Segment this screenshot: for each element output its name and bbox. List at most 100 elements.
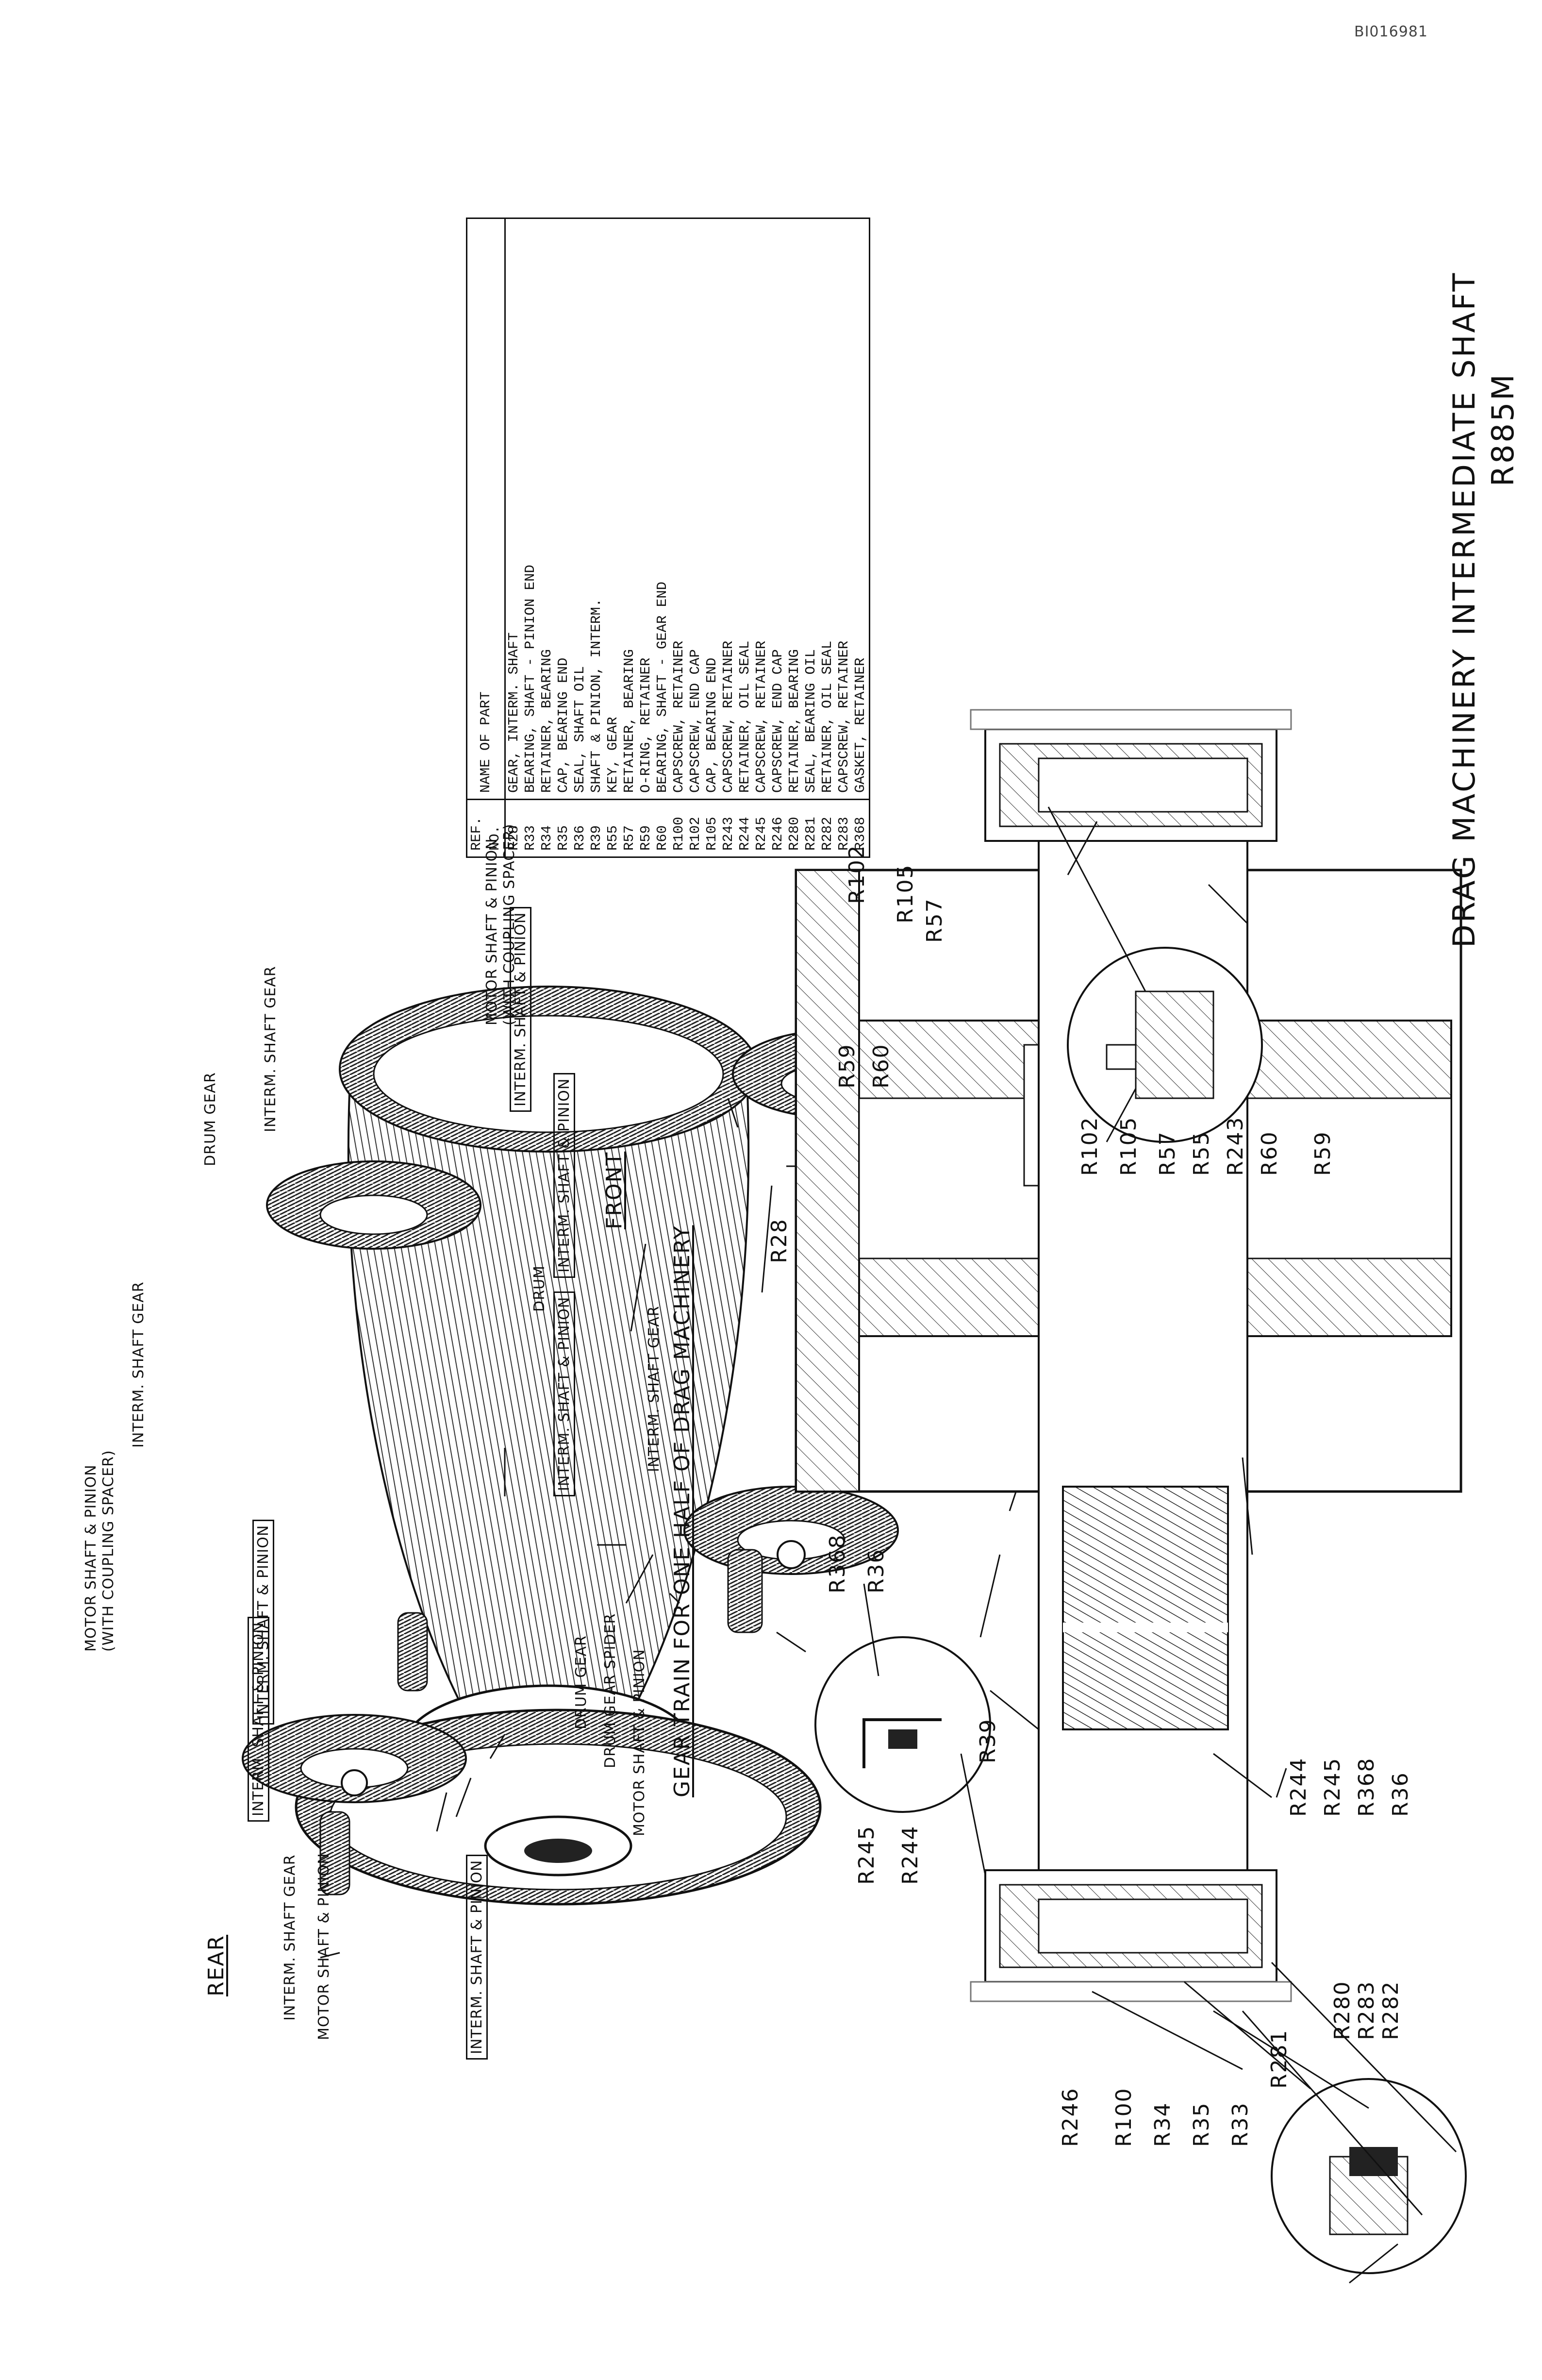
callout-r35: R35 [1189, 2102, 1214, 2147]
part-name: CAPSCREW, END CAP [770, 218, 786, 800]
label-interm-shaft-pinion-box-center: INTERM. SHAFT & PINION [553, 1073, 575, 1278]
label-interm-shaft-gear-bottom: INTERM. SHAFT GEAR [646, 1306, 663, 1472]
part-name: O-RING, RETAINER [638, 218, 654, 800]
callout-r243: R243 [1223, 1116, 1248, 1176]
callout-r283: R283 [1354, 1980, 1379, 2040]
callout-r55: R55 [1189, 1131, 1214, 1176]
part-ref: R246 [770, 799, 786, 857]
part-name: CAP, BEARING END [704, 218, 720, 800]
part-ref: R105 [704, 799, 720, 857]
part-ref: R60 [654, 799, 671, 857]
part-name: RETAINER, BEARING [539, 218, 555, 800]
callout-r60-b: R60 [869, 1043, 894, 1089]
detail-circle-mid [814, 1636, 991, 1813]
callout-r105-b: R105 [893, 864, 918, 923]
detail-circle-right [1067, 947, 1263, 1143]
callout-r102-a: R102 [1078, 1116, 1102, 1176]
part-ref: R283 [836, 799, 852, 857]
callout-r39: R39 [976, 1718, 1000, 1763]
part-name: GASKET, RETAINER [852, 218, 870, 800]
callout-r100: R100 [1111, 2087, 1136, 2147]
section-bearing-right [970, 709, 1292, 842]
callout-r105-a: R105 [1116, 1116, 1141, 1176]
label-drum: DRUM [531, 1265, 548, 1312]
part-name: RETAINER, BEARING [786, 218, 803, 800]
part-name: CAPSCREW, END CAP [687, 218, 704, 800]
gear-train-caption: GEAR TRAIN FOR ONE HALF OF DRAG MACHINER… [670, 1225, 695, 1797]
col-ref-header: REF. NO. [466, 799, 505, 857]
part-name: CAPSCREW, RETAINER [671, 218, 687, 800]
section-bearing-left [970, 1869, 1292, 2002]
part-ref: R100 [671, 799, 687, 857]
part-ref: R35 [555, 799, 572, 857]
label-front: FRONT [602, 1151, 627, 1229]
callout-r36-a: R36 [864, 1548, 889, 1593]
col-name-header: NAME OF PART [466, 218, 505, 800]
part-ref: R281 [803, 799, 819, 857]
label-interm-shaft-gear-top: INTERM. SHAFT GEAR [130, 1281, 147, 1448]
part-ref: R244 [737, 799, 753, 857]
label-motor-shaft-pinion-1: MOTOR SHAFT & PINION [83, 1464, 99, 1652]
drum-gear-right [339, 986, 758, 1153]
part-ref: R57 [621, 799, 638, 857]
label-drum-gear-bottom: DRUM GEAR [573, 1635, 590, 1729]
label-motor-shaft-pinion-left: MOTOR SHAFT & PINION [315, 1853, 332, 2040]
label-interm-shaft-pinion-box-left: INTERM. SHAFT & PINION [466, 1854, 488, 2060]
callout-r59-a: R59 [1310, 1131, 1335, 1176]
label-motor-shaft-pinion-bottom: MOTOR SHAFT & PINION [631, 1649, 648, 1836]
callout-r246: R246 [1058, 2087, 1083, 2147]
part-name: BEARING, SHAFT - GEAR END [654, 218, 671, 800]
section-leaders [786, 806, 1457, 2284]
callout-r244-a: R244 [898, 1825, 923, 1885]
callout-r28: R28 [767, 1218, 792, 1263]
part-name: SEAL, BEARING OIL [803, 218, 819, 800]
label-motor-shaft-pinion-right-1: MOTOR SHAFT & PINION [483, 838, 500, 1025]
part-ref: R280 [786, 799, 803, 857]
col-ref-line2: NO. [487, 825, 503, 851]
callout-r368-b: R368 [1354, 1757, 1379, 1817]
callout-r34: R34 [1150, 2102, 1175, 2147]
label-interm-shaft-gear-right: INTERM. SHAFT GEAR [262, 966, 279, 1132]
part-ref: R368 [852, 799, 870, 857]
part-name: SEAL, SHAFT OIL [572, 218, 588, 800]
part-name: BEARING, SHAFT - PINION END [522, 218, 539, 800]
part-name: CAP, BEARING END [555, 218, 572, 800]
part-ref: R102 [687, 799, 704, 857]
part-name: KEY, GEAR [605, 218, 621, 800]
part-ref: R59 [638, 799, 654, 857]
drawing-title: DRAG MACHINERY INTERMEDIATE SHAFT [1446, 271, 1482, 948]
part-name: CAPSCREW, RETAINER [753, 218, 770, 800]
label-rear: REAR [204, 1934, 229, 1996]
callout-r282: R282 [1378, 1980, 1403, 2040]
part-ref: R282 [819, 799, 836, 857]
part-ref: R55 [605, 799, 621, 857]
callout-r245-b: R245 [1320, 1757, 1345, 1817]
callout-r57-a: R57 [1155, 1131, 1180, 1176]
part-ref: R39 [588, 799, 605, 857]
label-interm-shaft-gear-left: INTERM. SHAFT GEAR [282, 1854, 298, 2021]
label-drum-gear-spider: DRUM GEAR SPIDER [602, 1613, 619, 1768]
label-interm-shaft-pinion-box-mid: INTERM. SHAFT & PINION [553, 1291, 575, 1496]
callout-r281: R281 [1267, 2029, 1292, 2089]
callout-r368-a: R368 [825, 1534, 850, 1593]
callout-r57-b: R57 [922, 898, 947, 943]
label-interm-shaft-pinion-box-upper: INTERM. SHAFT & PINION [248, 1616, 269, 1822]
part-name: SHAFT & PINION, INTERM. [588, 218, 605, 800]
